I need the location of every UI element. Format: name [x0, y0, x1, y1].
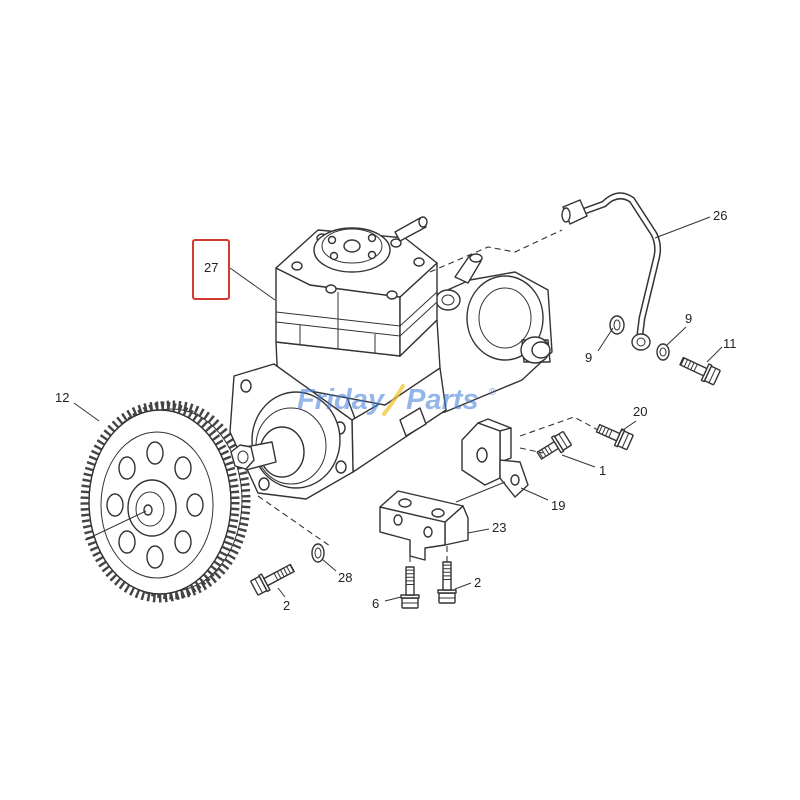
bolt-6: [400, 566, 420, 609]
callout-23: 23: [492, 520, 506, 535]
bolt-20: [595, 423, 634, 451]
assembly-lines: [257, 229, 599, 564]
callout-2-left: 2: [283, 598, 290, 613]
leader-lines: [73, 216, 723, 602]
watermark-word-2: Parts: [406, 384, 479, 416]
callout-27: 27: [204, 260, 218, 275]
callout-27-highlight-box: [192, 239, 230, 300]
gear-12: [80, 400, 251, 603]
pump-side-boss: [399, 407, 427, 437]
bracket-19: [461, 418, 529, 498]
callout-12: 12: [55, 390, 69, 405]
bracket-23: [379, 490, 469, 561]
washer-9-right: [656, 343, 670, 361]
watermark-word-1: Friday: [297, 384, 386, 416]
callout-26: 26: [713, 208, 727, 223]
callout-labels: 27 26 9 9 11 12 20 1 19 23 28 2 6 2: [55, 208, 737, 613]
gear-lightening-holes: [106, 441, 204, 569]
washer-28: [311, 543, 325, 563]
pump-top-elbow-fitting: [454, 253, 483, 284]
callout-20: 20: [633, 404, 647, 419]
bolt-2-right: [437, 561, 457, 604]
bolt-11: [679, 356, 721, 386]
callout-9-left: 9: [585, 350, 592, 365]
watermark-registered-mark: ®: [489, 387, 497, 398]
callout-9-right: 9: [685, 311, 692, 326]
pump-drive-shaft-nut: [230, 441, 277, 471]
callout-2-right: 2: [474, 575, 481, 590]
watermark-swoosh-icon: [382, 384, 405, 416]
fuel-injection-pump-27: [229, 216, 553, 500]
gear-shaft-axis: [84, 510, 147, 541]
pump-end-cover: [435, 275, 544, 361]
gear-hub: [127, 479, 177, 537]
pump-outlet-fitting: [520, 336, 551, 364]
bolt-2-left: [250, 563, 295, 596]
fuel-line-banjo-fitting: [631, 333, 651, 351]
callout-19: 19: [551, 498, 565, 513]
watermark-logo: Friday Parts ®: [297, 384, 497, 416]
callout-1: 1: [599, 463, 606, 478]
pump-top-tube-fitting: [394, 216, 428, 242]
pump-top-cover-plate: [313, 227, 391, 273]
callout-28: 28: [338, 570, 352, 585]
callout-6: 6: [372, 596, 379, 611]
washer-9-left: [609, 315, 625, 335]
svg-text:Friday Parts ®: Friday Parts ®: [297, 384, 497, 416]
fuel-line-26: [561, 192, 662, 351]
callout-11: 11: [723, 336, 737, 351]
bolt-1: [536, 431, 572, 460]
